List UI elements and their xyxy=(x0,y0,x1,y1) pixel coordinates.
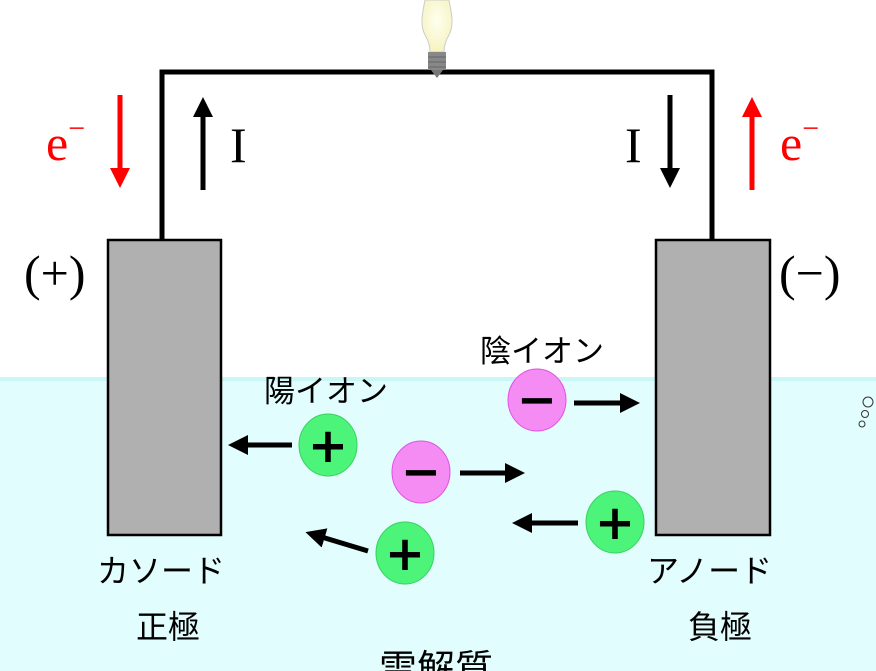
anion-label: 陰イオン xyxy=(480,334,604,370)
cation: + xyxy=(585,490,645,554)
svg-text:−: − xyxy=(401,444,441,500)
negative-electrode-label: 負極 xyxy=(688,608,752,646)
cation: + xyxy=(375,521,435,585)
anion: − xyxy=(391,440,451,504)
anode-label: アノード xyxy=(647,552,772,590)
positive-electrode-label: 正極 xyxy=(136,608,200,646)
anode-electrode xyxy=(654,238,772,537)
svg-text:+: + xyxy=(595,495,635,551)
negative-terminal-label: (−) xyxy=(779,245,841,301)
electron-label-right: e− xyxy=(780,112,819,171)
electrolyte-surface xyxy=(0,377,876,381)
bubbles-icon xyxy=(858,396,874,428)
current-label-right: I xyxy=(625,117,642,173)
svg-text:−: − xyxy=(517,372,557,428)
cation: + xyxy=(298,413,358,477)
ion-arrow xyxy=(305,528,369,554)
electrolyte-label: 雷解質 xyxy=(379,647,493,671)
electron-label-left: e− xyxy=(46,112,85,171)
light-bulb-icon xyxy=(421,0,453,78)
svg-text:+: + xyxy=(385,526,425,582)
cathode-label: カソード xyxy=(97,552,225,590)
cathode-electrode xyxy=(106,238,223,537)
svg-text:+: + xyxy=(308,418,348,474)
anion: − xyxy=(507,368,567,432)
cation-label: 陽イオン xyxy=(264,374,388,410)
positive-terminal-label: (+) xyxy=(24,245,86,301)
current-label-left: I xyxy=(230,117,247,173)
